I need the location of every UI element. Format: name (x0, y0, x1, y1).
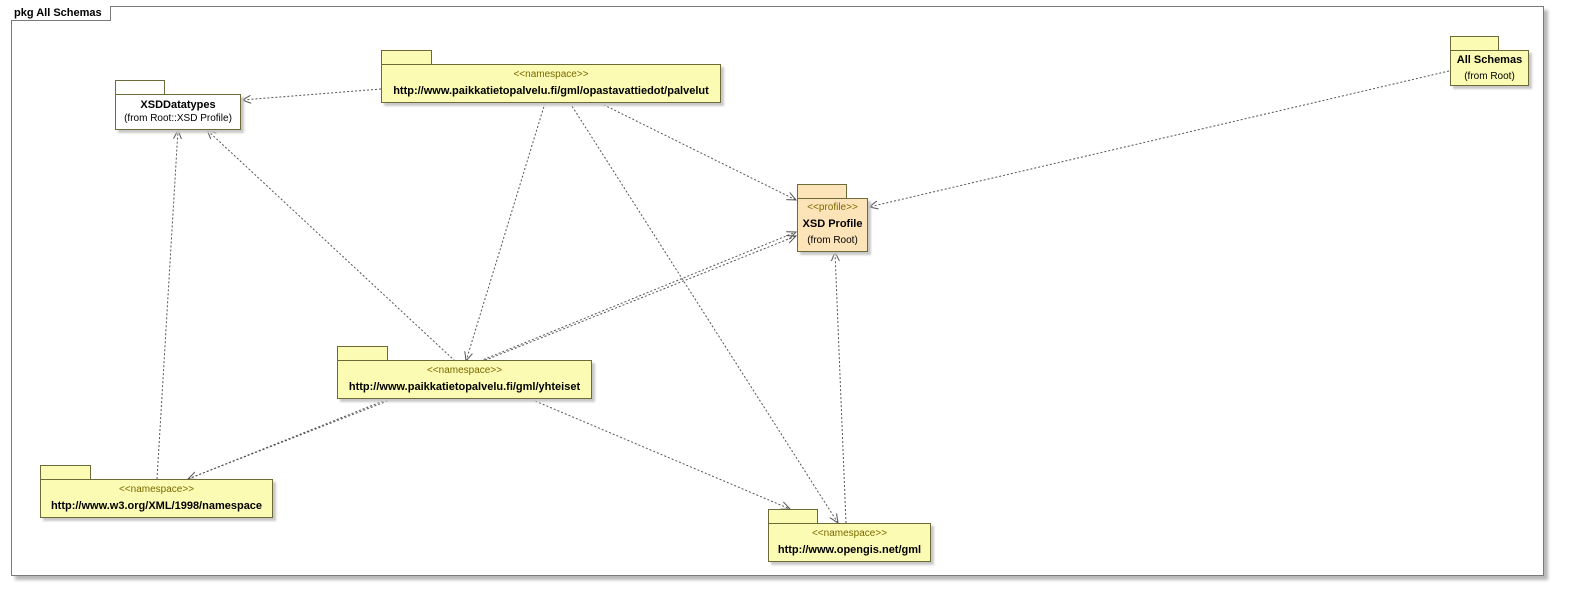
package-name: XSD Profile (802, 218, 863, 230)
edge-allschemas-to-xsdprofile (869, 70, 1450, 207)
edge-xmlnamespace-to-xsddatatypes (156, 130, 178, 480)
package-origin: (from Root) (807, 235, 858, 246)
edge-xmlnamespace-to-xsdprofile (187, 236, 796, 480)
frame-label: pkg All Schemas (11, 6, 111, 21)
package-stereotype: <<profile>> (807, 202, 858, 213)
package-name: http://www.w3.org/XML/1998/namespace (50, 500, 263, 512)
allschemas-package[interactable]: All Schemas (from Root) (1450, 50, 1529, 86)
package-origin: (from Root) (1464, 71, 1515, 82)
package-name: http://www.opengis.net/gml (777, 544, 922, 556)
palvelut-package[interactable]: <<namespace>> http://www.paikkatietopalv… (381, 64, 721, 103)
yhteiset-package[interactable]: <<namespace>> http://www.paikkatietopalv… (337, 360, 592, 399)
package-name: All Schemas (1456, 54, 1523, 66)
package-name: XSDDatatypes (140, 99, 216, 111)
package-origin: (from Root::XSD Profile) (124, 113, 232, 124)
xsddatatypes-package-tab (115, 80, 165, 95)
xsdprofile-package-tab (797, 184, 847, 199)
edge-palvelut-to-xsdprofile (599, 102, 796, 200)
xsddatatypes-package[interactable]: XSDDatatypes (from Root::XSD Profile) (115, 94, 241, 130)
xmlnamespace-package[interactable]: <<namespace>> http://www.w3.org/XML/1998… (40, 479, 273, 518)
edge-yhteiset-to-xsdprofile (479, 232, 796, 362)
package-stereotype: <<namespace>> (426, 365, 503, 376)
yhteiset-package-tab (337, 346, 388, 361)
edge-palvelut-to-opengis (569, 102, 838, 523)
opengis-package[interactable]: <<namespace>> http://www.opengis.net/gml (768, 523, 931, 562)
xmlnamespace-package-tab (40, 465, 91, 480)
allschemas-package-tab (1450, 36, 1499, 51)
opengis-package-tab (768, 509, 818, 524)
package-name: http://www.paikkatietopalvelu.fi/gml/yht… (348, 381, 581, 393)
edge-palvelut-to-xsddatatypes (242, 88, 382, 100)
package-stereotype: <<namespace>> (118, 484, 195, 495)
edge-palvelut-to-yhteiset (466, 102, 546, 361)
package-stereotype: <<namespace>> (513, 69, 589, 80)
palvelut-package-tab (381, 50, 432, 65)
edge-opengis-to-xsdprofile (835, 252, 847, 524)
package-name: http://www.paikkatietopalvelu.fi/gml/opa… (393, 85, 709, 97)
package-stereotype: <<namespace>> (811, 528, 888, 539)
edge-yhteiset-to-xsddatatypes (207, 130, 456, 362)
edge-yhteiset-to-opengis (527, 397, 790, 509)
xsdprofile-package[interactable]: <<profile>> XSD Profile (from Root) (797, 198, 868, 252)
